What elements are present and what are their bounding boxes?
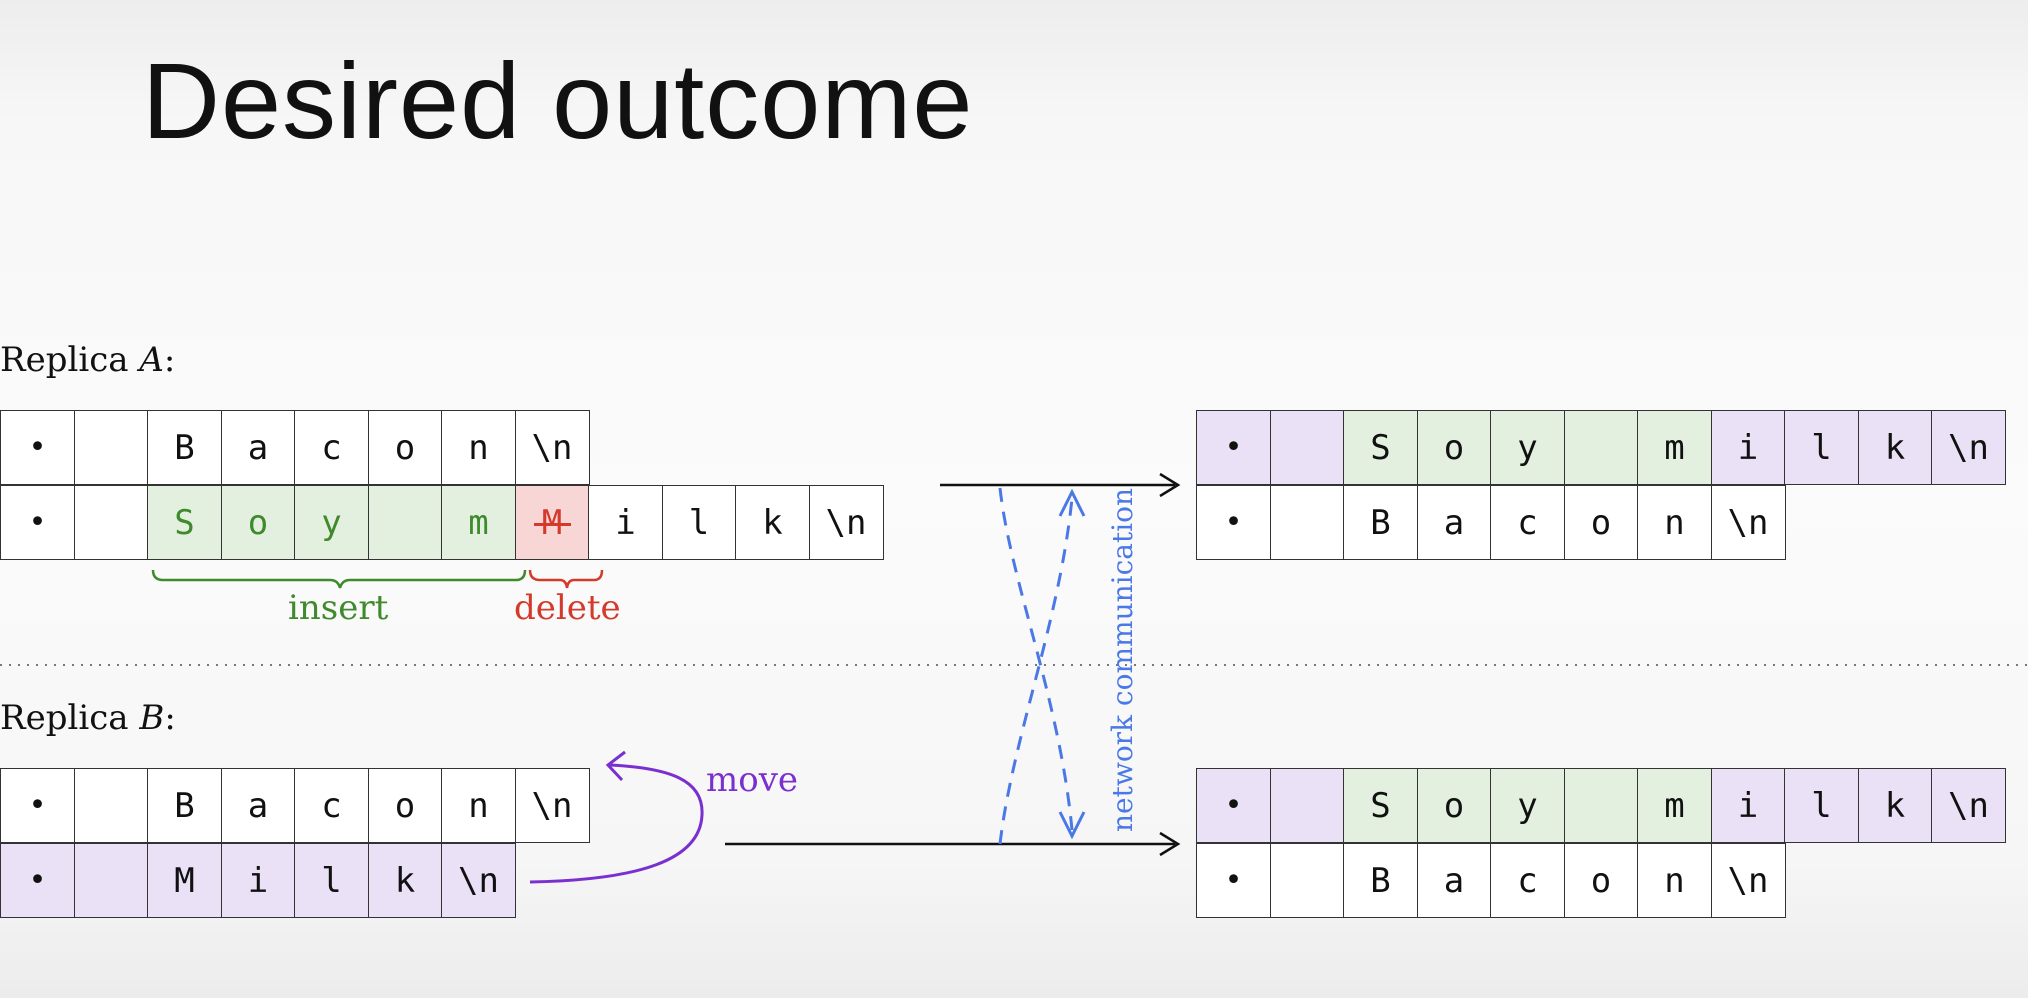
cell-char: c (294, 410, 369, 485)
cell-moved: i (1710, 768, 1786, 843)
delete-label: delete (514, 588, 621, 628)
cell-bullet: • (1196, 410, 1271, 485)
cell-moved: k (1857, 410, 1933, 485)
cell-inserted: m (441, 485, 516, 560)
cell-deleted: M (514, 485, 590, 560)
result-b-row-2: • B a c o n \n (1196, 843, 1786, 919)
network-arrow-a-to-b-head (1058, 811, 1086, 840)
replica-b-label-name: B (139, 698, 165, 738)
cell-char: a (1416, 843, 1492, 918)
merge-arrow-b-head (1159, 831, 1181, 857)
cell-moved: k (1857, 768, 1933, 843)
cell-inserted: S (1343, 768, 1418, 843)
slide-title: Desired outcome (142, 40, 974, 161)
cell-char: o (367, 410, 443, 485)
network-arrow-b-to-a (998, 497, 1074, 845)
cell-moved (1269, 410, 1345, 485)
result-a-row-2: • B a c o n \n (1196, 485, 1786, 561)
cell-char: c (1490, 843, 1565, 918)
cell-char: B (147, 768, 222, 843)
cell-inserted: m (1637, 410, 1712, 485)
network-arrow-a-to-b (998, 487, 1074, 831)
cell-char: \n (514, 410, 590, 485)
cell-char: \n (1710, 843, 1786, 918)
cell-moved: M (147, 843, 222, 918)
cell-char: a (220, 410, 296, 485)
cell-moved: \n (1931, 410, 2006, 485)
replica-b-row-2: • M i l k \n (0, 843, 516, 919)
cell-char: n (1637, 485, 1712, 560)
cell-char: B (147, 410, 222, 485)
cell-inserted: S (147, 485, 222, 560)
cell-char: o (367, 768, 443, 843)
cell-char: n (441, 410, 516, 485)
cell-char: c (294, 768, 369, 843)
cell-moved: \n (1931, 768, 2006, 843)
cell-inserted: o (1416, 768, 1492, 843)
cell-char: k (735, 485, 810, 560)
cell-inserted: m (1637, 768, 1712, 843)
cell-bullet: • (1196, 768, 1271, 843)
replica-a-row-1: • B a c o n \n (0, 410, 590, 486)
cell-char: a (220, 768, 296, 843)
insert-brace (151, 569, 527, 589)
cell-char: B (1343, 485, 1418, 560)
replica-a-label-suffix: : (163, 340, 176, 380)
cell-inserted: o (1416, 410, 1492, 485)
cell-empty (73, 410, 149, 485)
cell-inserted: y (1490, 410, 1565, 485)
cell-char: c (1490, 485, 1565, 560)
network-label: network communication (1106, 488, 1139, 832)
cell-moved: i (220, 843, 296, 918)
cell-moved: k (367, 843, 443, 918)
cell-moved: \n (441, 843, 516, 918)
cell-moved: l (1784, 410, 1859, 485)
cell-empty (73, 485, 149, 560)
insert-label: insert (288, 588, 389, 628)
replica-b-label: Replica B: (0, 698, 176, 738)
cell-bullet: • (0, 768, 75, 843)
cell-bullet: • (1196, 843, 1271, 918)
cell-bullet: • (0, 485, 75, 560)
cell-inserted (1563, 768, 1639, 843)
cell-moved (1269, 768, 1345, 843)
replica-a-label-prefix: Replica (0, 340, 140, 380)
move-arrow (529, 763, 704, 884)
cell-char: n (1637, 843, 1712, 918)
cell-char: a (1416, 485, 1492, 560)
replica-b-label-suffix: : (164, 698, 176, 738)
merge-arrow-a-head (1159, 472, 1181, 498)
cell-empty (1269, 843, 1345, 918)
cell-char: \n (1710, 485, 1786, 560)
cell-inserted: y (294, 485, 369, 560)
replica-a-label: Replica A: (0, 340, 175, 380)
cell-inserted (1563, 410, 1639, 485)
move-arrow-head (605, 750, 626, 782)
network-arrow-b-to-a-head (1058, 488, 1086, 517)
cell-bullet: • (0, 410, 75, 485)
cell-char: o (1563, 485, 1639, 560)
cell-char: B (1343, 843, 1418, 918)
cell-char: i (588, 485, 663, 560)
cell-char: \n (514, 768, 590, 843)
result-a-row-1: • S o y m i l k \n (1196, 410, 2006, 486)
cell-empty (73, 768, 149, 843)
replica-b-label-prefix: Replica (0, 698, 140, 738)
move-label: move (706, 760, 799, 800)
replica-a-label-name: A (139, 340, 164, 380)
delete-brace (528, 569, 604, 589)
replica-a-row-2: • S o y m M i l k \n (0, 485, 884, 561)
cell-char: \n (808, 485, 884, 560)
cell-moved: i (1710, 410, 1786, 485)
replica-b-row-1: • B a c o n \n (0, 768, 590, 844)
cell-char: l (661, 485, 737, 560)
result-b-row-1: • S o y m i l k \n (1196, 768, 2006, 844)
